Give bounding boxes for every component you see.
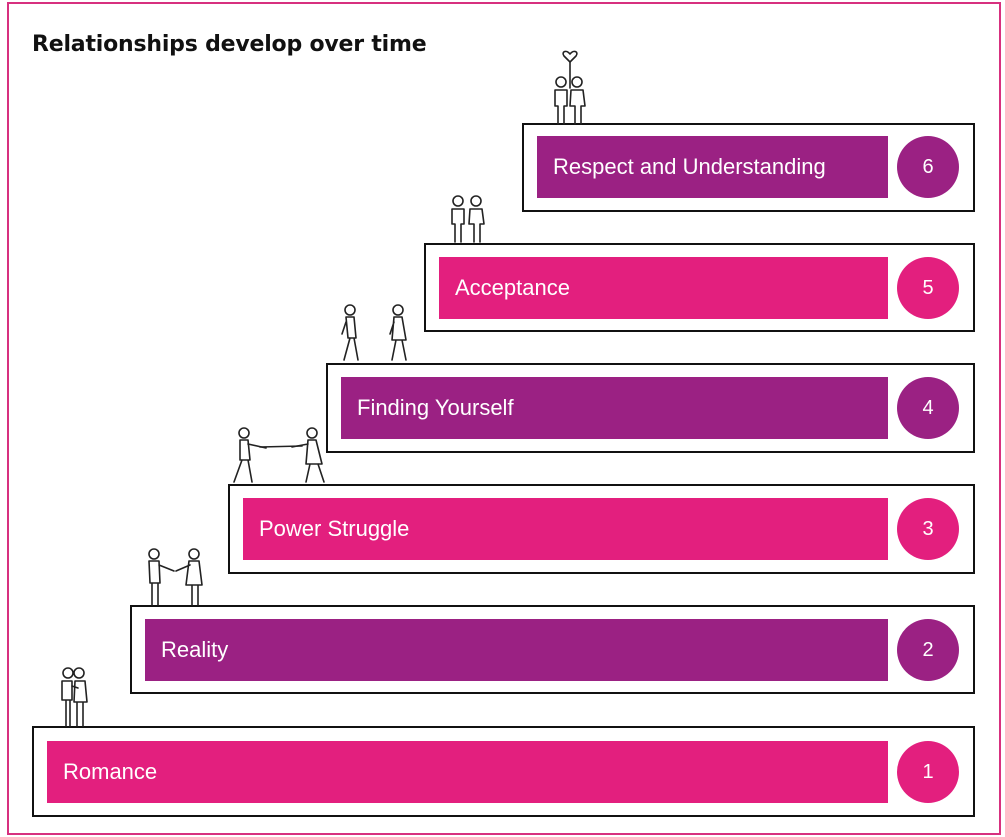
- diagram-title: Relationships develop over time: [32, 32, 427, 57]
- couple-hugging-icon: [56, 664, 92, 728]
- stage-4-number: 4: [897, 377, 959, 439]
- diagram-frame: [7, 2, 1001, 835]
- stage-1-number: 1: [897, 741, 959, 803]
- stage-6-number: 6: [897, 136, 959, 198]
- stage-3-label: Power Struggle: [243, 498, 888, 560]
- stage-4-label: Finding Yourself: [341, 377, 888, 439]
- stage-3-number: 3: [897, 498, 959, 560]
- stage-5-label: Acceptance: [439, 257, 888, 319]
- stage-6-label: Respect and Understanding: [537, 136, 888, 198]
- couple-standing-icon: [446, 192, 490, 244]
- stage-1-label: Romance: [47, 741, 888, 803]
- people-walking-apart-icon: [334, 302, 414, 364]
- tug-of-war-icon: [226, 424, 330, 486]
- stage-2-number: 2: [897, 619, 959, 681]
- stage-5-number: 5: [897, 257, 959, 319]
- stage-2-label: Reality: [145, 619, 888, 681]
- couple-with-heart-balloon-icon: [548, 40, 592, 126]
- couple-holding-hands-icon: [140, 545, 210, 607]
